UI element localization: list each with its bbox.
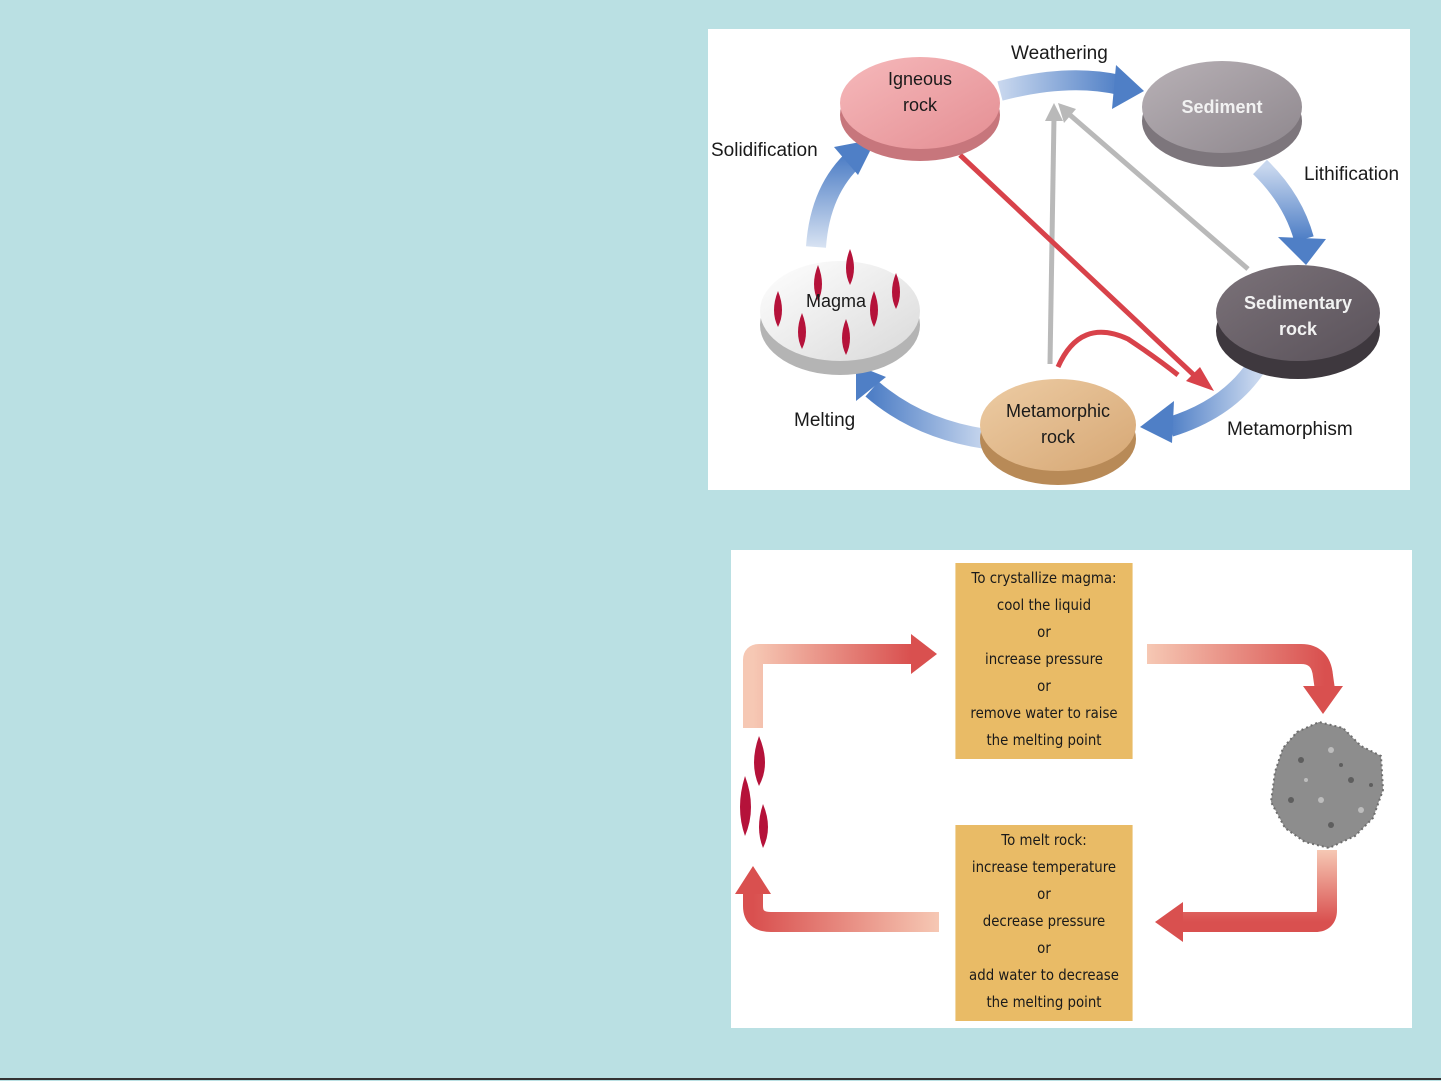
metamorphic-rock-disc: Metamorphic rock (980, 379, 1136, 485)
rock-cycle-svg: Igneous rock Sediment Sedimentary rock M… (711, 43, 1399, 485)
melting-arrow (856, 365, 988, 449)
magma-droplets (774, 249, 900, 355)
red-arrow-igneous-to-metamorphic (958, 153, 1214, 391)
bottom-divider (0, 1078, 1441, 1080)
arrow-to-magma-droplets (735, 866, 939, 932)
metamorphic-label-line1: Metamorphic (1006, 401, 1110, 421)
arrow-to-melt-box (1155, 850, 1337, 942)
melt-line: add water to decrease (969, 966, 1119, 984)
solidification-label: Solidification (711, 140, 818, 161)
igneous-label-line1: Igneous (888, 69, 952, 89)
igneous-rock-disc: Igneous rock (840, 57, 1000, 161)
melt-line: the melting point (986, 993, 1102, 1011)
igneous-label-line2: rock (903, 95, 938, 115)
melt-instructions-box: To melt rock: increase temperature or de… (955, 825, 1133, 1021)
metamorphic-label-line2: rock (1041, 427, 1076, 447)
crystallize-line: remove water to raise (970, 704, 1118, 722)
arrow-to-crystallize-box (743, 634, 937, 728)
crystallize-line: To crystallize magma: (971, 569, 1117, 587)
granite-rock-icon (1269, 720, 1385, 850)
rock-cycle-diagram: Igneous rock Sediment Sedimentary rock M… (708, 29, 1410, 490)
solidification-arrow (806, 139, 876, 248)
arrow-to-rock (1147, 644, 1343, 714)
melt-line: increase temperature (971, 858, 1117, 876)
magma-droplets-icon (740, 736, 768, 848)
gray-arrow-sedimentary-to-igneous (1058, 103, 1250, 271)
melt-crystallize-diagram: To crystallize magma: cool the liquid or… (731, 550, 1412, 1028)
crystallize-line: cool the liquid (996, 596, 1092, 614)
crystallize-instructions-box: To crystallize magma: cool the liquid or… (955, 563, 1133, 759)
lithification-arrow (1252, 159, 1326, 265)
crystallize-line: the melting point (986, 731, 1102, 749)
melt-line: decrease pressure (982, 912, 1106, 930)
sedimentary-rock-disc: Sedimentary rock (1216, 265, 1380, 379)
weathering-arrow (997, 65, 1144, 109)
metamorphism-arrow (1140, 361, 1265, 443)
magma-disc: Magma (760, 249, 920, 375)
sedimentary-label-line1: Sedimentary (1244, 293, 1352, 313)
crystallize-line: or (1037, 623, 1051, 641)
sediment-disc: Sediment (1142, 61, 1302, 167)
melt-line: or (1037, 885, 1051, 903)
melting-label: Melting (794, 410, 855, 431)
crystallize-line: or (1037, 677, 1051, 695)
metamorphism-label: Metamorphism (1227, 419, 1353, 440)
magma-label: Magma (806, 291, 867, 311)
gray-arrow-metamorphic-to-igneous (1045, 103, 1063, 365)
sediment-label: Sediment (1181, 97, 1262, 117)
melt-cycle-arrows (735, 634, 1385, 942)
melt-line: To melt rock: (1001, 831, 1087, 849)
lithification-label: Lithification (1304, 164, 1399, 185)
sedimentary-label-line2: rock (1279, 319, 1318, 339)
melt-line: or (1037, 939, 1051, 957)
crystallize-line: increase pressure (984, 650, 1104, 668)
weathering-label: Weathering (1011, 43, 1108, 64)
red-arrow-metamorphic-loop (1055, 329, 1180, 377)
